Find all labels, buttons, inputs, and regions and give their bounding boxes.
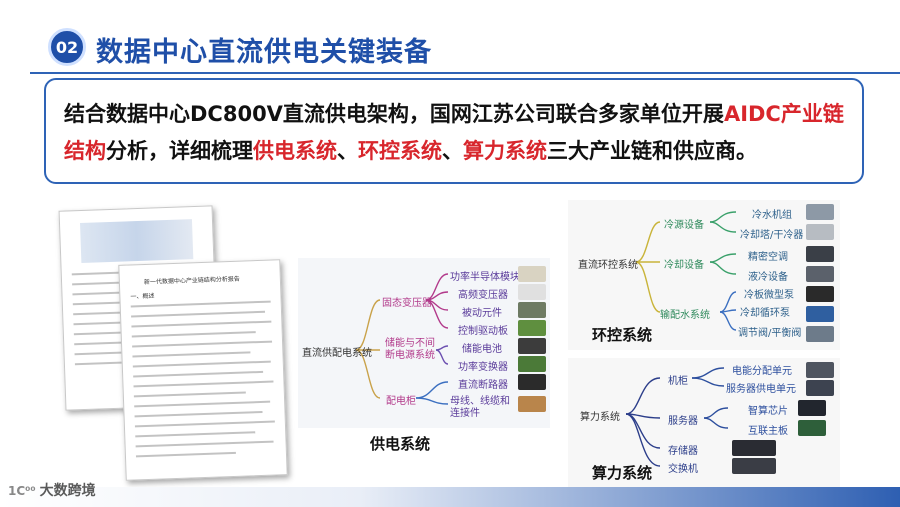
product-photo-icon — [806, 266, 834, 282]
compute-caption: 算力系统 — [592, 464, 653, 482]
power-root: 直流供配电系统 — [302, 348, 372, 359]
summary-part-3: 三大产业链和供应商。 — [547, 139, 757, 163]
cooling-node-1: 冷源设备 — [664, 220, 704, 231]
cooling-leaf-3: 精密空调 — [748, 252, 788, 263]
product-photo-icon — [518, 320, 546, 336]
cooling-caption: 环控系统 — [592, 326, 653, 344]
product-photo-icon — [798, 420, 826, 436]
product-photo-icon — [732, 440, 776, 456]
product-photo-icon — [518, 396, 546, 412]
compute-node-1: 机柜 — [668, 376, 688, 387]
compute-leaf-2: 服务器供电单元 — [726, 384, 796, 395]
power-leaf-2: 高频变压器 — [458, 290, 508, 301]
logo-mark-icon: 1C⁰⁰ — [8, 484, 36, 498]
report-title: 新一代数据中心产业链结构分析报告 — [143, 275, 240, 287]
power-node-3: 配电柜 — [386, 396, 416, 407]
power-leaf-4: 控制驱动板 — [458, 326, 508, 337]
compute-leaf-3: 智算芯片 — [748, 406, 788, 417]
product-photo-icon — [518, 374, 546, 390]
power-mindmap-connectors — [355, 273, 449, 405]
compute-mindmap-connectors — [625, 367, 729, 467]
power-mindmap: 直流供配电系统 固态变压器 储能与不间断电源系统 配电柜 功率半导体模块 高频变… — [298, 258, 550, 428]
summary-part-1: 结合数据中心DC800V直流供电架构，国网江苏公司联合多家单位开展 — [64, 102, 724, 126]
cooling-leaf-5: 冷板微型泵 — [744, 290, 794, 301]
summary-separator-2: 、 — [442, 139, 463, 163]
cooling-node-3: 输配水系统 — [660, 310, 710, 321]
summary-highlight-compute: 算力系统 — [463, 139, 547, 163]
power-leaf-3: 被动元件 — [462, 308, 502, 319]
summary-text: 结合数据中心DC800V直流供电架构，国网江苏公司联合多家单位开展AIDC产业链… — [64, 96, 854, 170]
compute-node-4: 交换机 — [668, 464, 698, 475]
summary-box — [44, 78, 864, 184]
summary-highlight-cooling: 环控系统 — [358, 139, 442, 163]
section-number-badge: 02 — [48, 28, 86, 66]
page-title: 数据中心直流供电关键装备 — [96, 37, 432, 68]
product-photo-icon — [806, 286, 834, 302]
power-leaf-7: 直流断路器 — [458, 380, 508, 391]
power-caption: 供电系统 — [370, 435, 431, 453]
cooling-node-2: 冷却设备 — [664, 260, 704, 271]
compute-leaf-4: 互联主板 — [748, 426, 788, 437]
cooling-leaf-4: 液冷设备 — [748, 272, 788, 283]
product-photo-icon — [798, 400, 826, 416]
product-photo-icon — [806, 362, 834, 378]
summary-part-2: 分析，详细梳理 — [106, 139, 253, 163]
cooling-mindmap-connectors — [635, 211, 737, 331]
power-node-1: 固态变压器 — [382, 298, 432, 309]
product-photo-icon — [518, 302, 546, 318]
power-leaf-6: 功率变换器 — [458, 362, 508, 373]
product-photo-icon — [806, 306, 834, 322]
report-heading: 一、概述 — [130, 292, 155, 301]
compute-leaf-1: 电能分配单元 — [732, 366, 792, 377]
product-photo-icon — [806, 246, 834, 262]
compute-root: 算力系统 — [580, 412, 620, 423]
product-photo-icon — [806, 204, 834, 220]
summary-separator-1: 、 — [337, 139, 358, 163]
cooling-leaf-6: 冷却循环泵 — [740, 308, 790, 319]
cooling-leaf-7: 调节阀/平衡阀 — [738, 328, 802, 339]
power-leaf-8: 母线、线缆和连接件 — [450, 396, 510, 419]
compute-node-3: 存储器 — [668, 446, 698, 457]
cooling-root: 直流环控系统 — [578, 260, 638, 271]
summary-highlight-power: 供电系统 — [253, 139, 337, 163]
report-page-front: 新一代数据中心产业链结构分析报告 一、概述 — [118, 259, 288, 481]
product-photo-icon — [518, 266, 546, 282]
product-photo-icon — [518, 338, 546, 354]
product-photo-icon — [732, 458, 776, 474]
cooling-leaf-1: 冷水机组 — [752, 210, 792, 221]
product-photo-icon — [806, 380, 834, 396]
report-figure — [79, 219, 194, 263]
power-node-2: 储能与不间断电源系统 — [385, 338, 435, 361]
summary-highlight-aidc: AIDC产业链结构 — [64, 102, 844, 163]
cooling-mindmap: 直流环控系统 冷源设备 冷却设备 输配水系统 冷水机组 冷却塔/干冷器 精密空调… — [568, 200, 840, 350]
compute-node-2: 服务器 — [668, 416, 698, 427]
product-photo-icon — [806, 326, 834, 342]
power-leaf-5: 储能电池 — [462, 344, 502, 355]
product-photo-icon — [518, 356, 546, 372]
product-photo-icon — [518, 284, 546, 300]
footer-bar — [0, 487, 900, 507]
cooling-leaf-2: 冷却塔/干冷器 — [740, 230, 804, 241]
product-photo-icon — [806, 224, 834, 240]
logo-text: 大数跨境 — [39, 483, 96, 499]
header-divider — [30, 72, 900, 74]
power-leaf-1: 功率半导体模块 — [450, 272, 520, 283]
compute-mindmap: 算力系统 机柜 服务器 存储器 交换机 电能分配单元 服务器供电单元 智算芯片 … — [568, 358, 840, 488]
